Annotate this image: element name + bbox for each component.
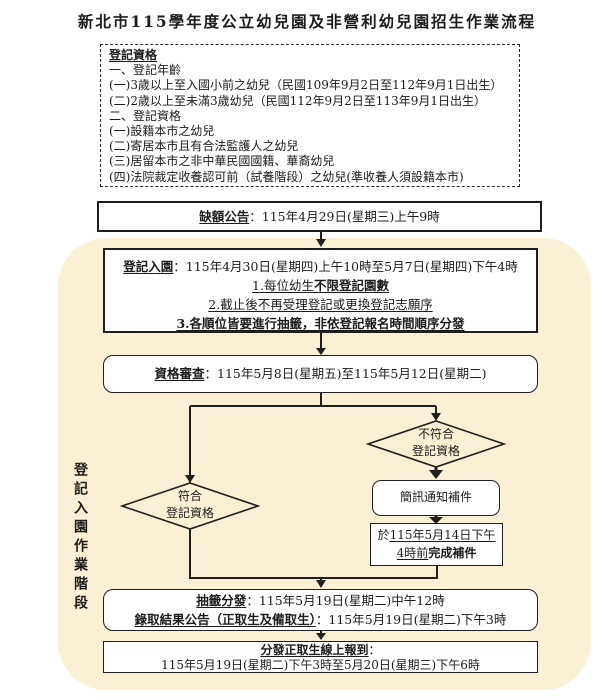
lottery-result-line: 錄取結果公告（正取生及備取生）：115年5月19日(星期二)下午3時 bbox=[134, 612, 507, 627]
registration-note-2: 2.截止後不再受理登記或更換登記志願序 bbox=[208, 297, 433, 312]
lottery-distribution-box: 抽籤分發：115年5月19日(星期二)中午12時 錄取結果公告（正取生及備取生）… bbox=[103, 589, 538, 631]
qualification-line: (四)法院裁定收養認可前（試養階段）之幼兒(準收養人須設籍本市) bbox=[109, 169, 464, 184]
enrollment-time: 115年5月19日(星期二)下午3時至5月20日(星期三)下午6時 bbox=[161, 657, 480, 672]
qualification-review-box: 資格審查：115年5月8日(星期五)至115年5月12日(星期二) bbox=[103, 355, 538, 393]
page-title: 新北市115學年度公立幼兒園及非營利幼兒園招生作業流程 bbox=[77, 12, 537, 31]
registration-note-3: 3.各順位皆要進行抽籤，非依登記報名時間順序分發 bbox=[176, 316, 465, 331]
sms-notification-box: 簡訊通知補件 bbox=[372, 480, 500, 516]
supplement-deadline-box: 於115年5月14日下午 4時前完成補件 bbox=[370, 523, 503, 566]
qualification-line: 一、登記年齡 bbox=[109, 63, 182, 78]
qualification-line: (二)2歲以上至未滿3歲幼兒（民國112年9月2日至113年9月1日出生） bbox=[109, 93, 486, 108]
qualifications-heading: 登記資格 bbox=[109, 48, 158, 62]
registration-note-1: 1.每位幼生不限登記園數 bbox=[252, 278, 389, 293]
qualification-line: (二)寄居本市且有合法監護人之幼兒 bbox=[109, 139, 299, 154]
registration-box: 登記入園：115年4月30日(星期四)上午10時至5月7日(星期四)下午4時 1… bbox=[103, 248, 538, 333]
lottery-line: 抽籤分發：115年5月19日(星期二)中午12時 bbox=[196, 593, 445, 608]
online-enrollment-box: 分發正取生線上報到： 115年5月19日(星期二)下午3時至5月20日(星期三)… bbox=[103, 641, 538, 673]
decision-not-qualified-label: 不符合 登記資格 bbox=[411, 427, 460, 458]
decision-qualified-label: 符合 登記資格 bbox=[165, 489, 214, 520]
enrollment-heading: 分發正取生線上報到： bbox=[260, 643, 381, 657]
stage-phase-label: 登記入園作業階段 bbox=[72, 462, 88, 614]
qualification-line: 二、登記資格 bbox=[109, 108, 182, 123]
qualifications-box: 登記資格 一、登記年齡 (一)3歲以上至入國小前之幼兒（民國109年9月2日至1… bbox=[100, 44, 520, 187]
vacancy-announcement-box: 缺額公告：115年4月29日(星期三)上午9時 bbox=[97, 201, 542, 232]
registration-heading: 登記入園：115年4月30日(星期四)上午10時至5月7日(星期四)下午4時 bbox=[123, 259, 518, 274]
qualification-line: (一)3歲以上至入國小前之幼兒（民國109年9月2日至112年9月1日出生） bbox=[109, 78, 503, 93]
qualification-line: (一)設籍本市之幼兒 bbox=[109, 124, 215, 139]
qualification-line: (三)居留本市之非中華民國國籍、華裔幼兒 bbox=[109, 154, 335, 169]
